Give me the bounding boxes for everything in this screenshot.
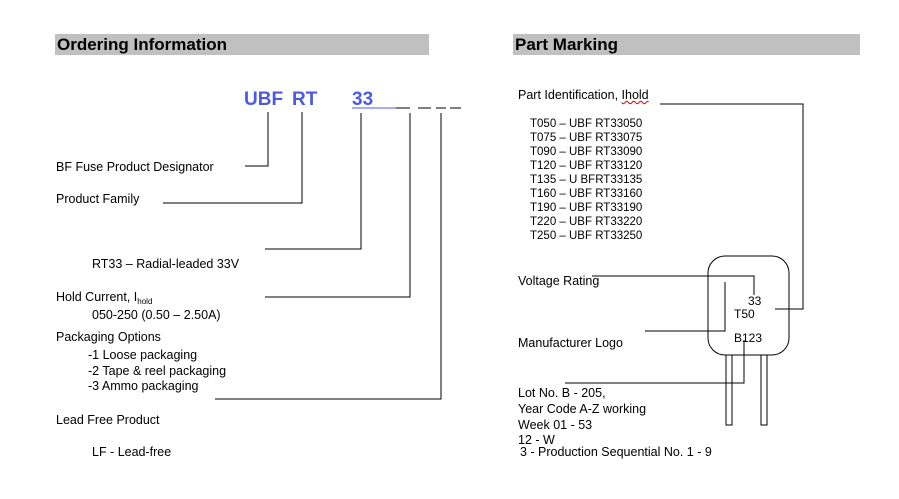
lf-label: LF - Lead-free bbox=[92, 445, 172, 459]
family-label: Product Family bbox=[56, 192, 140, 206]
packaging-option-3: -3 Ammo packaging bbox=[88, 379, 199, 393]
hold-current-label: Hold Current, Ihold bbox=[56, 290, 153, 306]
chip-rating-text: T50 bbox=[734, 307, 755, 321]
logo-leader bbox=[645, 282, 726, 332]
part-list: T050 – UBF RT33050 T075 – UBF RT33075 T0… bbox=[530, 117, 642, 243]
lot-line-4: 12 - W bbox=[518, 433, 555, 447]
hold-leader bbox=[265, 113, 411, 298]
rt33-label: RT33 – Radial-leaded 33V bbox=[92, 257, 240, 271]
designator-label: BF Fuse Product Designator bbox=[56, 160, 214, 174]
voltage-leader bbox=[592, 275, 755, 295]
lead-free-label: Lead Free Product bbox=[56, 413, 160, 427]
part-identification-label: Part Identification, Ihold bbox=[518, 88, 649, 102]
part-list-item: T090 – UBF RT33090 bbox=[530, 146, 643, 158]
part-list-item: T220 – UBF RT33220 bbox=[530, 216, 643, 228]
lot-line-1: Lot No. B - 205, bbox=[518, 386, 606, 400]
manufacturer-logo-label: Manufacturer Logo bbox=[518, 336, 623, 350]
designator-leader bbox=[245, 112, 269, 167]
packaging-option-2: -2 Tape & reel packaging bbox=[88, 364, 227, 378]
sequential-label: 3 - Production Sequential No. 1 - 9 bbox=[520, 445, 712, 459]
lot-line-2: Year Code A-Z working bbox=[518, 402, 647, 416]
ident-leader bbox=[660, 103, 804, 310]
chip-lot-text: B123 bbox=[734, 331, 762, 345]
part-list-item: T190 – UBF RT33190 bbox=[530, 202, 643, 214]
part-list-item: T135 – U BFRT33135 bbox=[530, 174, 643, 186]
fuse-lead-left bbox=[725, 354, 733, 426]
packaging-label: Packaging Options bbox=[56, 330, 161, 344]
voltage-rating-label: Voltage Rating bbox=[518, 274, 600, 288]
lead-free-leader bbox=[215, 113, 442, 400]
lot-line-3: Week 01 - 53 bbox=[518, 418, 593, 432]
rt33-leader bbox=[265, 113, 362, 250]
chip-voltage-text: 33 bbox=[748, 294, 762, 308]
part-list-item: T160 – UBF RT33160 bbox=[530, 188, 643, 200]
part-list-item: T250 – UBF RT33250 bbox=[530, 230, 643, 242]
code-rt: RT bbox=[292, 89, 318, 110]
hold-range-label: 050-250 (0.50 – 2.50A) bbox=[92, 308, 221, 322]
code-ubf: UBF bbox=[244, 89, 284, 110]
code-voltage: 33 bbox=[352, 89, 374, 110]
part-list-item: T050 – UBF RT33050 bbox=[530, 118, 643, 130]
part-list-item: T120 – UBF RT33120 bbox=[530, 160, 643, 172]
part-list-item: T075 – UBF RT33075 bbox=[530, 132, 643, 144]
fuse-lead-right bbox=[760, 354, 768, 426]
fuse-body bbox=[707, 255, 790, 356]
lot-leader bbox=[565, 340, 745, 384]
part-marking-header: Part Marking bbox=[513, 34, 860, 55]
family-leader bbox=[163, 112, 303, 204]
packaging-option-1: -1 Loose packaging bbox=[88, 348, 198, 362]
ordering-information-header: Ordering Information bbox=[55, 34, 429, 55]
